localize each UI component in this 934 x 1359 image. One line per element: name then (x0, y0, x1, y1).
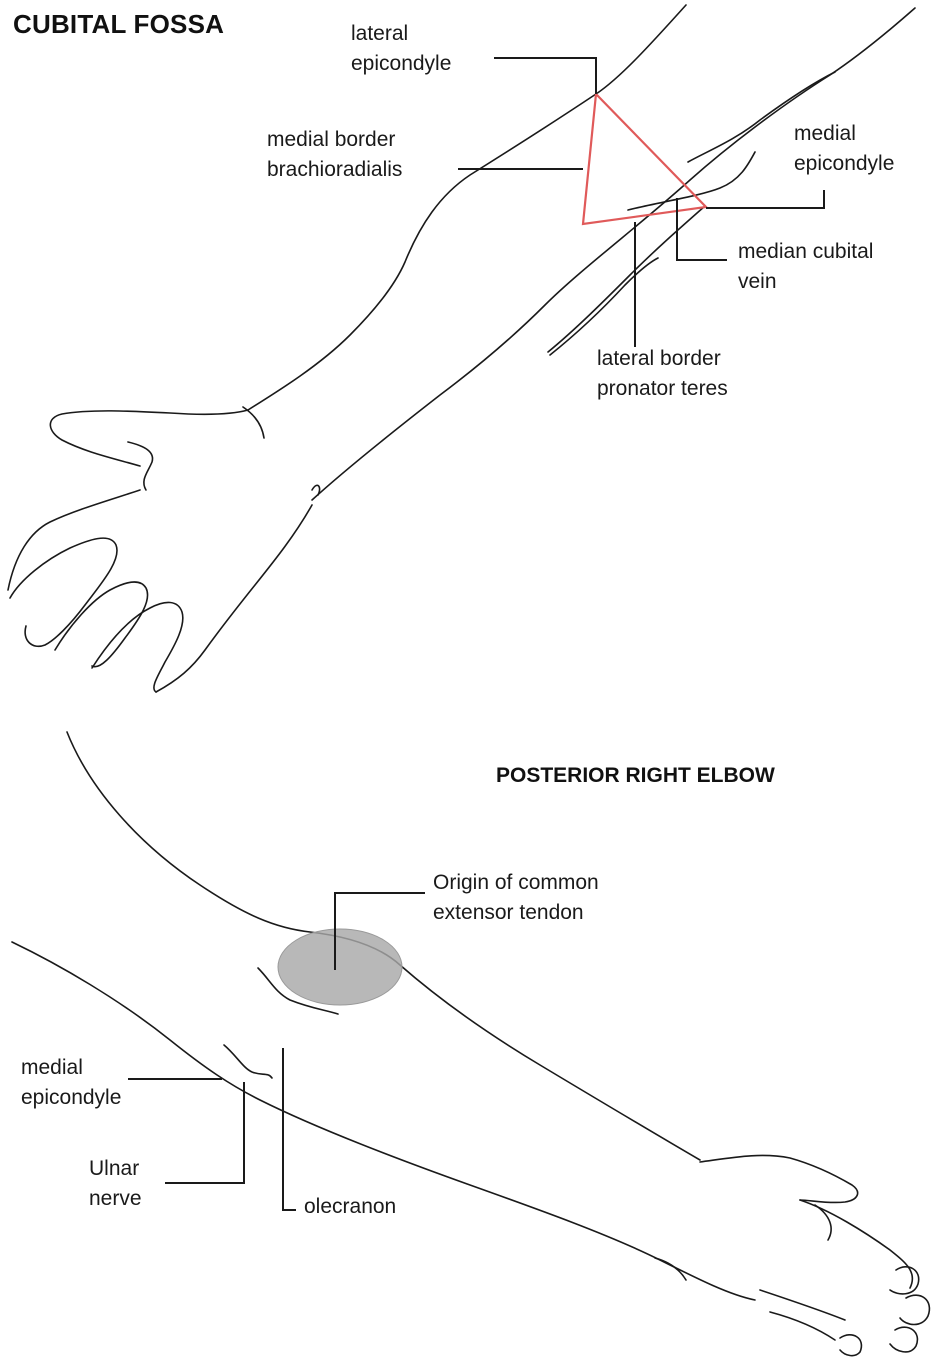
posterior-right-elbow-title: POSTERIOR RIGHT ELBOW (496, 764, 775, 787)
label-line: extensor tendon (433, 901, 584, 924)
posterior-arm-drawing (11, 731, 931, 1357)
label-line: lateral border (597, 347, 721, 370)
label-lateral-border-pronator-teres: lateral border pronator teres (597, 344, 728, 404)
label-line: nerve (89, 1187, 142, 1210)
posterior-hand-crease-2 (759, 1289, 846, 1321)
label-line: epicondyle (794, 152, 895, 175)
posterior-hand-outline (699, 1154, 859, 1204)
label-line: medial border (267, 128, 396, 151)
cubital-fossa-title: CUBITAL FOSSA (13, 9, 225, 39)
leader-origin-extensor-tendon (334, 892, 425, 970)
label-line: epicondyle (351, 52, 452, 75)
cubital-fossa-triangle (581, 91, 709, 226)
posterior-hand-crease-1 (814, 1204, 832, 1241)
posterior-arm-lower-outline (11, 941, 756, 1301)
leader-median-cubital-vein (676, 198, 727, 261)
posterior-finger-1 (889, 1266, 920, 1295)
label-ulnar-nerve: Ulnar nerve (89, 1154, 142, 1214)
thenar-crease (242, 406, 265, 439)
finger-4 (155, 504, 313, 693)
label-medial-epicondyle-top: medial epicondyle (794, 119, 894, 179)
median-cubital-vein-line (627, 151, 756, 211)
label-line: median cubital (738, 240, 874, 263)
label-line: brachioradialis (267, 158, 403, 181)
posterior-hand-crease-3 (769, 1311, 836, 1341)
leader-ulnar-nerve (165, 1082, 245, 1184)
wrist-bump (654, 1257, 687, 1281)
basilic-vein-line (547, 205, 706, 353)
palm-outline (7, 489, 141, 591)
label-line: lateral (351, 22, 409, 45)
thumb-outline (49, 409, 249, 467)
cephalic-vein-line (549, 257, 659, 356)
label-line: epicondyle (21, 1086, 122, 1109)
label-medial-border-brachioradialis: medial border brachioradialis (267, 125, 402, 185)
posterior-finger-2 (899, 1294, 931, 1326)
knuckle-contour (799, 1199, 914, 1289)
posterior-finger-3 (889, 1326, 919, 1353)
finger-3 (91, 601, 184, 693)
elbow-crease-upper (257, 967, 339, 1015)
leader-olecranon (282, 1048, 296, 1211)
posterior-finger-4 (839, 1334, 863, 1357)
finger-2 (54, 581, 149, 668)
upper-arm-lateral-outline (247, 4, 687, 411)
leader-medial-epicondyle-top (706, 190, 825, 209)
anterior-arm-drawing (7, 4, 916, 693)
extensor-tendon-origin-marker (277, 928, 403, 1006)
label-line: medial (794, 122, 856, 145)
leader-lateral-epicondyle (494, 57, 597, 94)
label-line: olecranon (304, 1195, 397, 1218)
finger-1 (9, 537, 118, 647)
label-line: medial (21, 1056, 83, 1079)
forearm-inner-outline (687, 71, 836, 163)
olecranon-crease (223, 1044, 273, 1079)
label-line: Ulnar (89, 1157, 140, 1180)
label-median-cubital-vein: median cubital vein (738, 237, 873, 297)
thumb-base-crease (127, 441, 154, 491)
label-lateral-epicondyle: lateral epicondyle (351, 19, 451, 79)
label-line: pronator teres (597, 377, 728, 400)
label-medial-epicondyle-bottom: medial epicondyle (21, 1053, 121, 1113)
label-olecranon: olecranon (304, 1192, 396, 1222)
label-line: Origin of common (433, 871, 599, 894)
label-origin-extensor-tendon: Origin of common extensor tendon (433, 868, 599, 928)
label-line: vein (738, 270, 777, 293)
